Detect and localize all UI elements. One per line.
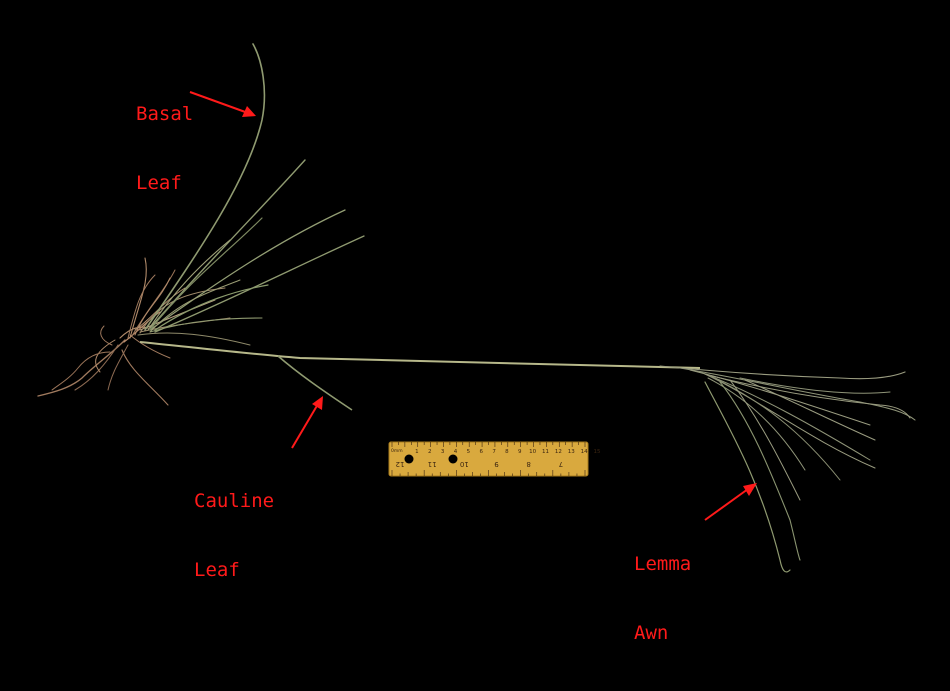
label-cauline-leaf-line2: Leaf [194, 559, 240, 581]
ruler-hole-1 [404, 454, 414, 464]
arrow-basal-leaf [189, 91, 249, 114]
ruler-number-bottom: 10 [460, 460, 469, 468]
ruler-bottom-numbers: 12 11 10 9 8 7 [396, 460, 564, 468]
ruler-number-top: 11 [542, 449, 549, 455]
ruler-number-bottom: 11 [428, 460, 437, 468]
label-lemma-awn: Lemma Awn [634, 507, 691, 691]
ruler-unit-label: 0mm [391, 448, 403, 454]
culm [139, 341, 701, 369]
label-basal-leaf-line2: Leaf [136, 172, 182, 194]
ruler-number-bottom: 12 [396, 460, 405, 468]
ruler-number-top: 14 [581, 449, 588, 455]
panicle [659, 365, 916, 573]
basal-leaves [144, 43, 365, 333]
arrowhead-basal-leaf [242, 106, 256, 117]
ruler-number-top: 13 [568, 449, 575, 455]
ruler-number-top: 1 [415, 449, 419, 455]
ruler-number-bottom: 7 [559, 460, 563, 468]
ruler-hole-2 [448, 454, 458, 464]
label-basal-leaf: Basal Leaf [136, 57, 193, 241]
ruler-number-top: 4 [454, 449, 458, 455]
annotation-arrows [189, 91, 757, 521]
label-cauline-leaf-line1: Cauline [194, 490, 275, 512]
ruler-number-top: 7 [492, 449, 496, 455]
arrowhead-lemma-awn [743, 483, 757, 496]
arrowhead-cauline-leaf [312, 396, 323, 410]
ruler-number-top: 3 [441, 449, 445, 455]
label-basal-leaf-line1: Basal [136, 103, 194, 125]
ruler-number-top: 12 [555, 449, 562, 455]
ruler-body [389, 442, 588, 476]
ruler-number-top: 2 [428, 449, 432, 455]
ruler-ticks [391, 442, 586, 476]
ruler-number-top: 10 [529, 449, 536, 455]
arrow-lemma-awn [704, 488, 749, 521]
cauline-leaf-blade [277, 355, 353, 411]
ruler-number-top: 6 [479, 449, 483, 455]
label-lemma-awn-line1: Lemma [634, 553, 692, 575]
ruler-number-top: 8 [505, 449, 509, 455]
arrow-cauline-leaf [291, 403, 319, 449]
ruler-number-top: 15 [594, 449, 601, 455]
label-cauline-leaf: Cauline Leaf [194, 444, 274, 628]
ruler-number-bottom: 8 [526, 460, 530, 468]
ruler-number-top: 5 [467, 449, 471, 455]
ruler-number-top: 9 [518, 449, 522, 455]
roots [37, 311, 171, 406]
label-lemma-awn-line2: Awn [634, 622, 669, 644]
ruler-number-bottom: 9 [494, 460, 498, 468]
